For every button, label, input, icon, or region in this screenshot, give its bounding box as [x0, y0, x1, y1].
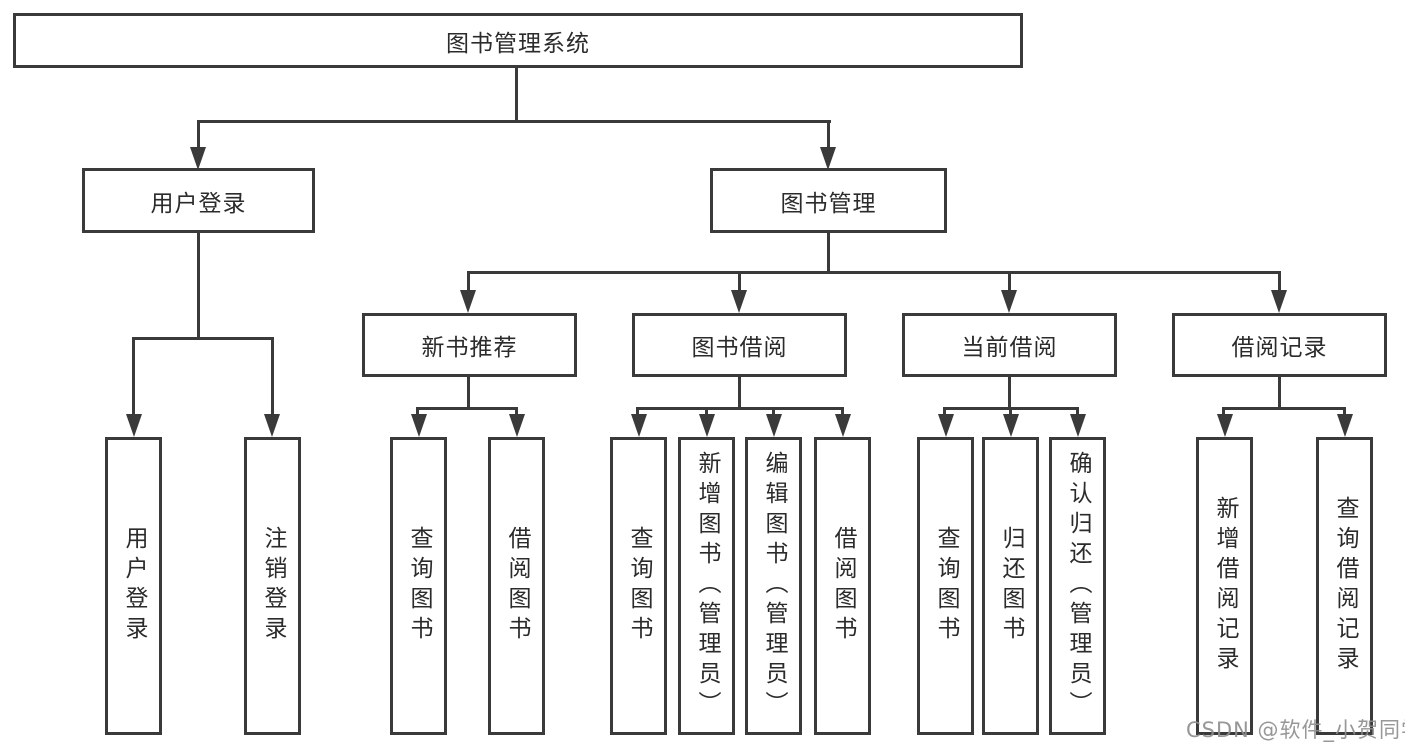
arrow-down-icon [1271, 290, 1287, 313]
connector-leg [738, 271, 741, 293]
connector-leg [841, 407, 844, 417]
node-book-management: 图书管理 [710, 168, 947, 233]
leaf-query-book-3: 查询图书 [917, 437, 974, 735]
connector-book-borrow-hbar [636, 407, 844, 410]
arrow-down-icon [731, 290, 747, 313]
connector-leg [705, 407, 708, 417]
connector-leg [416, 407, 419, 417]
connector-leg [271, 337, 274, 417]
node-current-borrow: 当前借阅 [902, 313, 1117, 377]
leaf-logout: 注销登录 [244, 437, 301, 735]
connector-leg [827, 120, 830, 150]
leaf-query-borrow-record: 查询借阅记录 [1316, 437, 1373, 735]
connector-user-login-stub [197, 233, 200, 337]
arrow-down-icon [835, 414, 851, 437]
connector-book-borrow-stub [738, 377, 741, 407]
arrow-down-icon [1001, 290, 1017, 313]
connector-leg [1076, 407, 1079, 417]
arrow-down-icon [1070, 414, 1086, 437]
arrow-down-icon [938, 414, 954, 437]
leaf-label: 借阅图书 [504, 526, 530, 646]
leaf-query-book-2: 查询图书 [610, 437, 667, 735]
node-borrow-record: 借阅记录 [1172, 313, 1387, 377]
arrow-down-icon [1003, 414, 1019, 437]
connector-current-borrow-stub [1008, 377, 1011, 407]
connector-level2-hbar [197, 120, 831, 123]
connector-leg [515, 407, 518, 417]
leaf-borrow-book-1: 借阅图书 [488, 437, 545, 735]
connector-leg [1008, 271, 1011, 293]
connector-leg [1222, 407, 1225, 417]
node-book-borrow: 图书借阅 [632, 313, 847, 377]
connector-leg [1009, 407, 1012, 417]
arrow-down-icon [264, 414, 280, 437]
leaf-label: 归还图书 [998, 526, 1024, 646]
connector-leg [1343, 407, 1346, 417]
connector-borrow-record-hbar [1222, 407, 1346, 410]
leaf-label: 查询图书 [933, 526, 959, 646]
connector-user-login-hbar [132, 337, 274, 340]
node-new-book-recommend: 新书推荐 [362, 313, 577, 377]
arrow-down-icon [699, 414, 715, 437]
connector-borrow-record-stub [1278, 377, 1281, 407]
connector-leg [197, 120, 200, 150]
arrow-down-icon [820, 147, 836, 170]
leaf-label: 用户登录 [121, 526, 147, 646]
connector-leg [772, 407, 775, 417]
leaf-add-borrow-record: 新增借阅记录 [1196, 437, 1253, 735]
arrow-down-icon [509, 414, 525, 437]
node-user-login: 用户登录 [82, 168, 315, 233]
leaf-label: 查询图书 [406, 526, 432, 646]
arrow-down-icon [411, 414, 427, 437]
connector-new-book-stub [467, 377, 470, 407]
leaf-borrow-book-2: 借阅图书 [814, 437, 871, 735]
connector-book-mgmt-stub [827, 233, 830, 271]
connector-level3-hbar [467, 271, 1281, 274]
leaf-label: 查询图书 [626, 526, 652, 646]
connector-leg [467, 271, 470, 293]
leaf-label: 新增图书（管理员） [694, 451, 720, 721]
arrow-down-icon [1217, 414, 1233, 437]
leaf-label: 确认归还（管理员） [1065, 451, 1091, 721]
leaf-label: 注销登录 [260, 526, 286, 646]
connector-leg [943, 407, 946, 417]
leaf-query-book-1: 查询图书 [390, 437, 447, 735]
leaf-return-book: 归还图书 [982, 437, 1039, 735]
arrow-down-icon [1337, 414, 1353, 437]
csdn-watermark: CSDN @软件_小贺同学 [1186, 718, 1405, 742]
arrow-down-icon [631, 414, 647, 437]
arrow-down-icon [190, 147, 206, 170]
leaf-edit-book-admin: 编辑图书（管理员） [745, 437, 802, 735]
connector-root-stub [515, 68, 518, 120]
arrow-down-icon [766, 414, 782, 437]
arrow-down-icon [126, 414, 142, 437]
leaf-label: 查询借阅记录 [1332, 496, 1358, 676]
leaf-confirm-return-admin: 确认归还（管理员） [1049, 437, 1106, 735]
leaf-label: 新增借阅记录 [1212, 496, 1238, 676]
connector-leg [132, 337, 135, 417]
connector-new-book-hbar [416, 407, 518, 410]
connector-leg [636, 407, 639, 417]
leaf-label: 编辑图书（管理员） [761, 451, 787, 721]
leaf-label: 借阅图书 [830, 526, 856, 646]
arrow-down-icon [460, 290, 476, 313]
connector-leg [1278, 271, 1281, 293]
leaf-user-login: 用户登录 [105, 437, 162, 735]
leaf-add-book-admin: 新增图书（管理员） [678, 437, 735, 735]
node-library-system: 图书管理系统 [13, 13, 1023, 68]
